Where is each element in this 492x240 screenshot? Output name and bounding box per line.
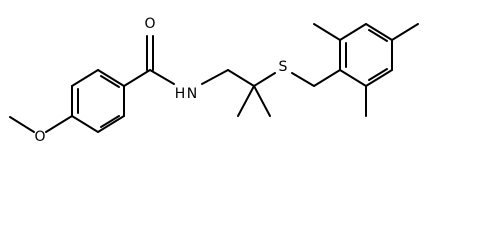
ring-double-bond: [100, 75, 120, 88]
aryl-carbonyl-bond: [123, 69, 151, 87]
ring-bond: [71, 69, 99, 87]
ring-double-bond: [368, 68, 388, 81]
sulfur-label: S: [279, 59, 288, 75]
amide-hydrogen-label: H: [175, 86, 186, 102]
carbonyl-oxygen-label: O: [144, 16, 155, 32]
ring-methyl-bond: [313, 23, 341, 41]
alkyl-linker: S: [201, 59, 341, 117]
mesityl-ring: [313, 23, 419, 117]
ring-bond: [71, 115, 99, 133]
carbonyl-n-bond: [149, 69, 175, 85]
ring-bond: [97, 69, 125, 87]
methoxy-oxygen-label: O: [34, 129, 45, 145]
n-ch2-bond: [201, 69, 229, 85]
amide-group: O H N: [123, 16, 197, 102]
o-methyl-bond: [9, 116, 35, 133]
cquat-methyl-bond: [253, 85, 271, 117]
methoxy-group: O: [9, 115, 73, 145]
ring-bond: [365, 23, 393, 41]
aryl-o-bond: [45, 115, 73, 133]
chemical-structure-diagram: O O H N S: [9, 16, 419, 145]
ring-bond: [339, 69, 367, 87]
ring-bond: [365, 69, 393, 87]
ring-double-bond: [100, 115, 120, 128]
ch2-cquat-bond: [227, 69, 255, 87]
ring-bond: [97, 115, 125, 133]
amide-nitrogen-label: N: [187, 86, 197, 102]
ch2-aryl-bond: [313, 69, 341, 87]
ring-bond: [339, 23, 367, 41]
cquat-s-bond: [253, 72, 276, 87]
ring-methyl-bond: [391, 23, 419, 41]
cquat-methyl-bond: [237, 85, 255, 117]
ring-double-bond: [368, 29, 388, 42]
methoxyphenyl-ring: [71, 69, 125, 133]
s-ch2-bond: [291, 72, 315, 87]
